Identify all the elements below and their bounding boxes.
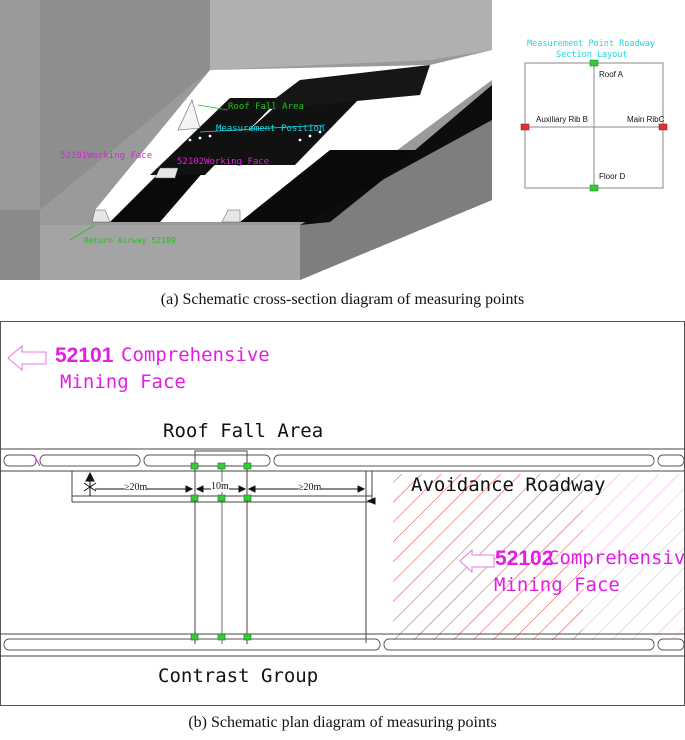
leader-roof-fall — [197, 104, 229, 111]
marker-rib-b — [520, 123, 530, 131]
panel-left — [150, 98, 280, 175]
caption-panel-b: (b) Schematic plan diagram of measuring … — [188, 714, 497, 731]
panel-back — [260, 65, 430, 110]
label-return-airway: Return Airway 52109 — [84, 236, 176, 245]
dimension-left: ≥20m — [124, 482, 148, 493]
hatch-52102-pink — [583, 474, 684, 640]
top-back-face — [210, 0, 492, 70]
section-title-line1: Measurement Point Roadway — [527, 39, 655, 49]
section-label-floor: Floor D — [599, 172, 626, 181]
panel-a-3d-view: Roof Fall Area Measurement Position 5210… — [0, 0, 685, 290]
label-working-face-52101: 52101Working Face — [60, 151, 153, 161]
avoidance-roadway-label: Avoidance Roadway — [411, 474, 606, 496]
panel-center — [210, 98, 360, 165]
arrow-52102-icon — [459, 548, 495, 574]
dimension-right: ≥20m — [298, 482, 322, 493]
section-panel-bg — [492, 0, 685, 290]
label-working-face-52102: 52102Working Face — [177, 157, 270, 167]
face-52101-number: 52101 — [55, 344, 114, 367]
front-right-face — [300, 120, 492, 280]
marker-rib-c — [658, 123, 668, 131]
leader-return-airway — [69, 224, 96, 241]
face-52101-line2: Mining Face — [60, 371, 186, 393]
pillar-mid — [221, 209, 241, 223]
roof-fall-spike — [177, 99, 201, 131]
section-title-line2: Section Layout — [556, 50, 628, 60]
leader-measurement — [199, 124, 326, 133]
panel-center-lower — [240, 150, 420, 222]
arrow-52101-icon — [7, 344, 47, 372]
magenta-tick — [33, 454, 41, 467]
label-measurement-position: Measurement Position — [216, 124, 325, 134]
north-arrow-icon — [83, 471, 97, 496]
panel-a-drawing — [0, 0, 685, 290]
upper-pillars — [3, 454, 685, 467]
front-left-face — [0, 210, 40, 280]
face-52102-line2: Mining Face — [494, 574, 620, 596]
left-upper-face — [40, 0, 210, 210]
panel-b-drawing — [0, 321, 685, 706]
contrast-group-label: Contrast Group — [158, 665, 319, 687]
section-label-auxiliary-rib: Auxiliary Rib B — [536, 115, 589, 124]
pillar-upper — [154, 167, 179, 179]
face-52102-text: Comprehensive — [548, 547, 685, 569]
marker-roof-a — [589, 59, 599, 67]
face-52101-text: Comprehensive — [121, 344, 270, 366]
section-label-roof: Roof A — [599, 70, 624, 79]
marker-floor-d — [589, 184, 599, 192]
dimension-mid: 10m — [211, 481, 229, 492]
label-roof-fall-area: Roof Fall Area — [228, 102, 304, 112]
caption-panel-a: (a) Schematic cross-section diagram of m… — [160, 291, 525, 308]
measurement-dots — [188, 130, 322, 142]
roof-fall-area-label: Roof Fall Area — [163, 420, 324, 442]
front-face — [40, 225, 300, 280]
measuring-point-markers — [190, 462, 252, 641]
panel-b-plan-view: 52101 Comprehensive Mining Face Roof Fal… — [0, 321, 685, 706]
pillar-left — [91, 209, 111, 223]
section-label-main-rib: Main RibC — [627, 115, 665, 124]
face-52102-number: 52102 — [495, 547, 554, 570]
